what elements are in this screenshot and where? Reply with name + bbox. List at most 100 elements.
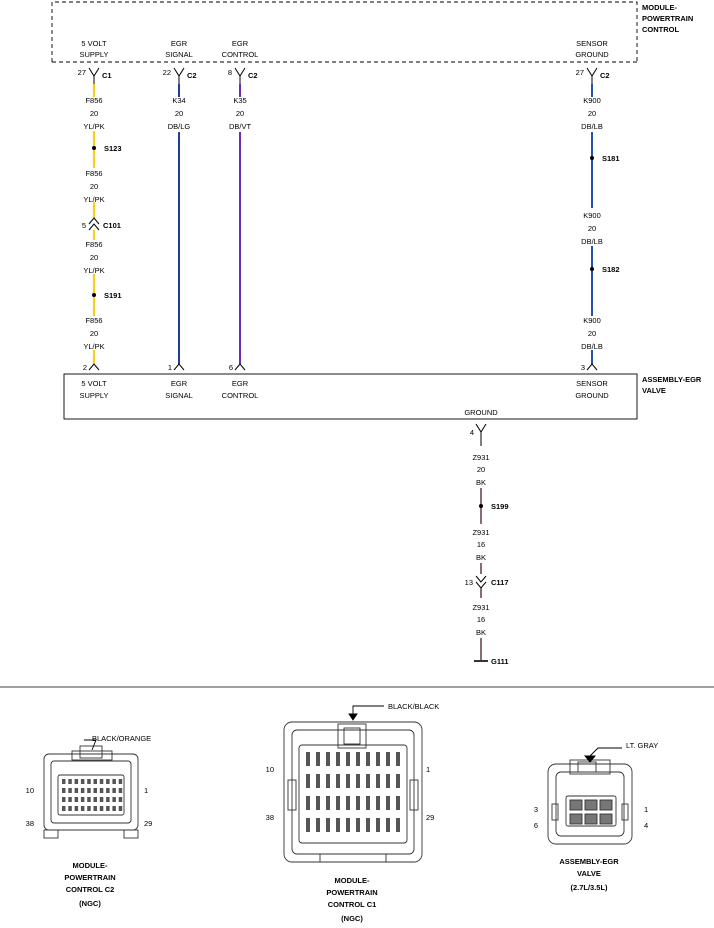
terminal-icon — [475, 423, 487, 446]
splice-dot-icon — [92, 293, 96, 297]
inline-connector-icon — [475, 575, 487, 589]
splice-label: S182 — [602, 265, 620, 274]
pin-cavity — [80, 797, 85, 802]
pin-number: 38 — [26, 819, 34, 828]
pin-cavity — [80, 788, 85, 793]
pin-cavity — [376, 774, 380, 788]
pin-cavity — [376, 818, 380, 832]
pin-cavity — [68, 779, 72, 784]
pin-cavity — [316, 752, 320, 766]
pin-cavity — [356, 774, 360, 788]
connector-view-pcm-c1 — [283, 705, 423, 863]
pin-cavity — [62, 797, 66, 802]
pin-cavity — [396, 774, 400, 788]
pin-cavity — [93, 788, 97, 793]
pin-number: 3 — [581, 363, 585, 372]
pin-number: 27 — [78, 68, 86, 77]
terminal-icon — [234, 363, 246, 371]
pin-cavity — [336, 818, 340, 832]
pin-cavity — [112, 797, 116, 802]
valve-terminals — [88, 363, 598, 371]
pin-cavity — [74, 779, 79, 784]
pin-cavity — [118, 806, 123, 811]
pin-cavity — [87, 806, 91, 811]
pcm-pin-label: EGR — [232, 39, 249, 48]
wire-gauge: 20 — [90, 253, 98, 262]
pin-number: 1 — [144, 786, 148, 795]
wire-color: DB/LG — [168, 122, 191, 131]
valve-title-1: ASSEMBLY-EGR — [642, 375, 702, 384]
wire-color: DB/VT — [229, 122, 252, 131]
valve-ground-label: GROUND — [464, 408, 498, 417]
connector-id: C2 — [187, 71, 197, 80]
wire-circuit: Z931 — [472, 453, 489, 462]
wire-circuit: F856 — [85, 96, 102, 105]
wire-color: BK — [476, 628, 486, 637]
pin-number: 4 — [644, 821, 648, 830]
terminal-icon — [88, 67, 100, 84]
wire-color: DB/LB — [581, 342, 603, 351]
pin-cavity — [376, 752, 380, 766]
connector-caption: (NGC) — [341, 914, 363, 923]
pin-cavity — [396, 796, 400, 810]
pin-number: 5 — [82, 221, 86, 230]
pin-cavity — [118, 797, 123, 802]
inline-connector-icon — [88, 217, 100, 231]
wire-supply: F856 20 YL/PK S123 F856 20 YL/PK 5 C101 … — [82, 84, 122, 364]
connector-caption: CONTROL C2 — [66, 885, 115, 894]
pin-cavity — [68, 788, 72, 793]
pin-cavity — [118, 779, 123, 784]
connector-caption: (2.7L/3.5L) — [570, 883, 608, 892]
pin-cavity — [386, 774, 390, 788]
pin-cavity — [316, 796, 320, 810]
pin-cavity — [336, 796, 340, 810]
connector-id: C2 — [248, 71, 258, 80]
pin-cavity — [346, 774, 350, 788]
pin-cavity — [326, 774, 330, 788]
pin-cavity — [306, 796, 310, 810]
pcm-pin-label: SIGNAL — [165, 50, 193, 59]
wire-color: YL/PK — [83, 342, 104, 351]
pcm-module: MODULE- POWERTRAIN CONTROL 5 VOLT SUPPLY… — [51, 1, 693, 63]
pin-cavity — [316, 818, 320, 832]
pin-cavity — [118, 788, 123, 793]
splice-dot-icon — [590, 267, 594, 271]
connector-caption: POWERTRAIN — [64, 873, 115, 882]
wire-gauge: 20 — [175, 109, 183, 118]
valve-pin-label: CONTROL — [222, 391, 259, 400]
pin-cavity — [93, 779, 97, 784]
pin-cavity — [99, 788, 104, 793]
pin-cavity — [396, 752, 400, 766]
terminal-icon — [173, 363, 185, 371]
wire-circuit: Z931 — [472, 603, 489, 612]
terminal-icon — [173, 67, 185, 84]
pin-cavity — [99, 779, 104, 784]
pin-cavity — [366, 818, 370, 832]
wire-gauge: 20 — [477, 465, 485, 474]
pin-number: 3 — [534, 805, 538, 814]
pcm-terminals — [88, 67, 598, 84]
pin-cavity — [366, 752, 370, 766]
pin-number: 10 — [266, 765, 274, 774]
wire-signal: K34 20 DB/LG — [168, 84, 191, 364]
terminal-icon — [234, 67, 246, 84]
wire-circuit: K35 — [233, 96, 246, 105]
pin-cavity — [74, 806, 79, 811]
connector-caption: ASSEMBLY-EGR — [559, 857, 619, 866]
egr-valve-assembly: ASSEMBLY-EGR VALVE 5 VOLT SUPPLY EGR SIG… — [63, 373, 702, 420]
connector-id: C117 — [491, 578, 509, 587]
pin-cavity — [112, 779, 116, 784]
splice-dot-icon — [590, 156, 594, 160]
wire-gauge: 16 — [477, 540, 485, 549]
pin-cavity — [106, 788, 110, 793]
wire-gauge: 20 — [90, 329, 98, 338]
pin-cavity — [346, 818, 350, 832]
wire-color: YL/PK — [83, 266, 104, 275]
pin-cavity — [74, 788, 79, 793]
terminal-icon — [88, 363, 100, 371]
pin-cavity — [87, 779, 91, 784]
pin-cavity — [356, 796, 360, 810]
valve-pin-label: SUPPLY — [79, 391, 108, 400]
pin-cavity — [87, 788, 91, 793]
pin-number: 1 — [644, 805, 648, 814]
